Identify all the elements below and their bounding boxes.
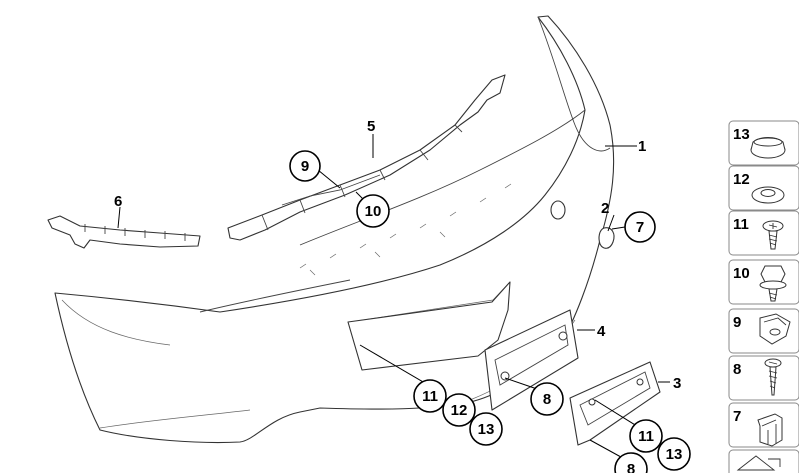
license-plate-base[interactable] <box>484 309 579 411</box>
callout-7[interactable]: 7 <box>624 211 656 243</box>
tow-hook-cover[interactable] <box>598 227 615 249</box>
legend-item-11-label: 11 <box>733 216 749 233</box>
legend-item-8[interactable]: 8 <box>728 355 799 401</box>
side-guide[interactable] <box>47 215 201 249</box>
callout-12-label: 12 <box>451 402 468 419</box>
upper-bracket[interactable] <box>227 74 506 241</box>
part-number-6: 6 <box>114 193 122 210</box>
legend-item-8-label: 8 <box>733 361 741 378</box>
callout-8-lower[interactable]: 8 <box>614 452 648 473</box>
legend-item-13[interactable]: 13 <box>728 120 799 166</box>
callout-11-left-label: 11 <box>422 388 438 405</box>
callout-11-right-label: 11 <box>638 428 654 445</box>
hardware-legend: 13 12 11 <box>728 120 799 473</box>
callout-10-label: 10 <box>365 203 382 220</box>
part-number-1: 1 <box>638 138 646 155</box>
license-plate-bracket[interactable] <box>569 361 661 446</box>
callout-8-upper[interactable]: 8 <box>530 382 564 416</box>
callout-8-upper-label: 8 <box>543 391 551 408</box>
callout-12[interactable]: 12 <box>442 393 476 427</box>
legend-item-12[interactable]: 12 <box>728 165 799 211</box>
legend-item-7-label: 7 <box>733 408 741 425</box>
part-number-5: 5 <box>367 118 375 135</box>
legend-item-12-label: 12 <box>733 171 750 188</box>
callout-11-right[interactable]: 11 <box>629 419 663 453</box>
callout-13-right[interactable]: 13 <box>657 437 691 471</box>
screw-icon <box>762 220 784 250</box>
legend-item-9-label: 9 <box>733 314 741 331</box>
callout-13-left[interactable]: 13 <box>469 412 503 446</box>
legend-item-7[interactable]: 7 <box>728 402 799 448</box>
part-number-4: 4 <box>597 323 606 340</box>
legend-item-10-label: 10 <box>733 265 750 282</box>
clip-nut-icon <box>759 313 791 345</box>
legend-item-13-label: 13 <box>733 126 750 143</box>
bracket-clip-icon <box>757 413 783 447</box>
symbol-icon <box>736 455 781 471</box>
washer-icon <box>751 186 785 204</box>
legend-item-9[interactable]: 9 <box>728 308 799 354</box>
legend-symbol-box <box>728 449 799 473</box>
callout-9-label: 9 <box>301 158 309 175</box>
cap-icon <box>750 137 786 159</box>
legend-item-10[interactable]: 10 <box>728 259 799 305</box>
tapping-screw-icon <box>764 358 782 396</box>
legend-item-11[interactable]: 11 <box>728 210 799 256</box>
part-number-2: 2 <box>601 200 609 217</box>
bumper-cover[interactable] <box>54 15 615 444</box>
callout-8-lower-label: 8 <box>627 461 635 473</box>
callout-7-label: 7 <box>636 219 644 236</box>
flange-screw-icon <box>759 265 787 302</box>
callout-13-right-label: 13 <box>666 446 683 463</box>
callout-11-left[interactable]: 11 <box>413 379 447 413</box>
callout-13-left-label: 13 <box>478 421 495 438</box>
callout-9[interactable]: 9 <box>289 150 321 182</box>
part-number-3: 3 <box>673 375 681 392</box>
callout-10[interactable]: 10 <box>356 194 390 228</box>
